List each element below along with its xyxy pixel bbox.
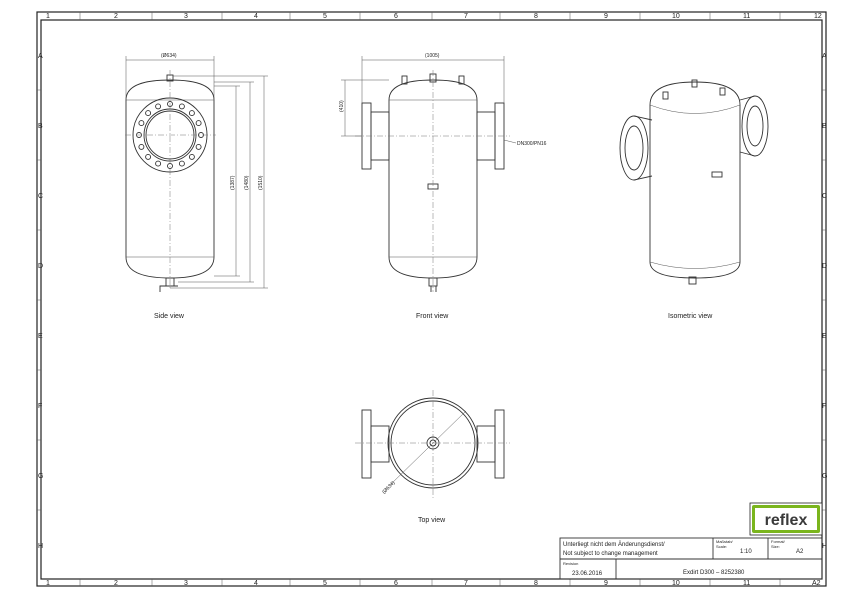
scale-label-de: Maßstab/ (716, 539, 734, 544)
col-label: 6 (394, 580, 398, 587)
col-label: 9 (604, 13, 608, 20)
col-label: 1 (46, 580, 50, 587)
front-view-label: Front view (416, 313, 449, 320)
col-label: 6 (394, 13, 398, 20)
row-label: F (38, 403, 42, 410)
row-labels-left: A B C D E F G H (38, 53, 43, 550)
row-ticks (37, 89, 826, 511)
row-label: H (822, 543, 827, 550)
revision-date: 23.06.2016 (572, 571, 603, 577)
outer-frame (36, 11, 827, 587)
col-label: 8 (534, 580, 538, 587)
top-view-label: Top view (418, 517, 446, 524)
row-label: A (822, 53, 827, 60)
col-label: 4 (254, 580, 258, 587)
row-label: A (38, 53, 43, 60)
column-ticks (79, 12, 781, 586)
col-label: 10 (672, 580, 680, 587)
col-label: 7 (464, 580, 468, 587)
isometric-view (619, 79, 769, 285)
change-note-line2: Not subject to change management (563, 551, 658, 557)
row-label: B (822, 123, 827, 130)
logo-text: reflex (765, 512, 808, 529)
inner-frame (40, 19, 823, 580)
col-label: 2 (114, 580, 118, 587)
change-note-line1: Unterliegt nicht dem Änderungsdienst/ (563, 541, 665, 548)
col-label: 2 (114, 13, 118, 20)
row-label: E (822, 333, 827, 340)
col-label: 4 (254, 13, 258, 20)
revision-label: Revision (563, 561, 578, 566)
row-label: F (822, 403, 826, 410)
isometric-view-label: Isometric view (668, 313, 713, 320)
scale-label-en: Scale: (716, 544, 727, 549)
side-view-label: Side view (154, 313, 185, 320)
front-width-dimension: (1005) (425, 53, 440, 59)
row-label: D (38, 263, 43, 270)
col-label: 8 (534, 13, 538, 20)
col-label: 3 (184, 580, 188, 587)
row-label: C (38, 193, 43, 200)
flange-label: DN300/PN16 (517, 141, 547, 147)
format-value: A2 (796, 549, 804, 555)
row-label: D (822, 263, 827, 270)
col-label: 10 (672, 13, 680, 20)
front-offset-dimension: (410) (339, 100, 345, 112)
scale-value: 1:10 (740, 549, 752, 555)
row-label: B (38, 123, 43, 130)
product-designation: Exdirt D300 – 8252380 (683, 570, 745, 576)
column-labels-bottom: 1 2 3 4 5 6 7 8 9 10 11 A2 (46, 580, 821, 587)
col-label: 5 (323, 580, 327, 587)
format-label-en: Size: (771, 544, 780, 549)
row-label: G (38, 473, 43, 480)
column-labels-top: 1 2 3 4 5 6 7 8 9 10 11 12 (46, 13, 822, 20)
top-diameter-dimension: (Ø634) (381, 480, 396, 495)
col-label: 3 (184, 13, 188, 20)
side-view (125, 56, 268, 292)
format-label-de: Format/ (771, 539, 786, 544)
top-view (355, 390, 510, 500)
row-labels-right: A B C D E F G H (822, 53, 827, 550)
col-label: 12 (814, 13, 822, 20)
col-label: 9 (604, 580, 608, 587)
col-label: 5 (323, 13, 327, 20)
col-label: 7 (464, 13, 468, 20)
side-height-1-dimension: (1387) (230, 175, 236, 190)
col-label: 11 (743, 13, 750, 20)
logo-inner (755, 508, 817, 530)
side-width-dimension: (Ø634) (161, 53, 177, 59)
bottom-right-label: A2 (812, 580, 821, 587)
front-view (341, 56, 517, 292)
row-label: C (822, 193, 827, 200)
reflex-logo: reflex (752, 505, 820, 533)
col-label: 1 (46, 13, 50, 20)
col-label: 11 (743, 580, 750, 587)
row-label: G (822, 473, 827, 480)
side-height-2-dimension: (1480) (244, 175, 250, 190)
row-label: H (38, 543, 43, 550)
row-label: E (38, 333, 43, 340)
side-height-3-dimension: (1510) (258, 175, 264, 190)
